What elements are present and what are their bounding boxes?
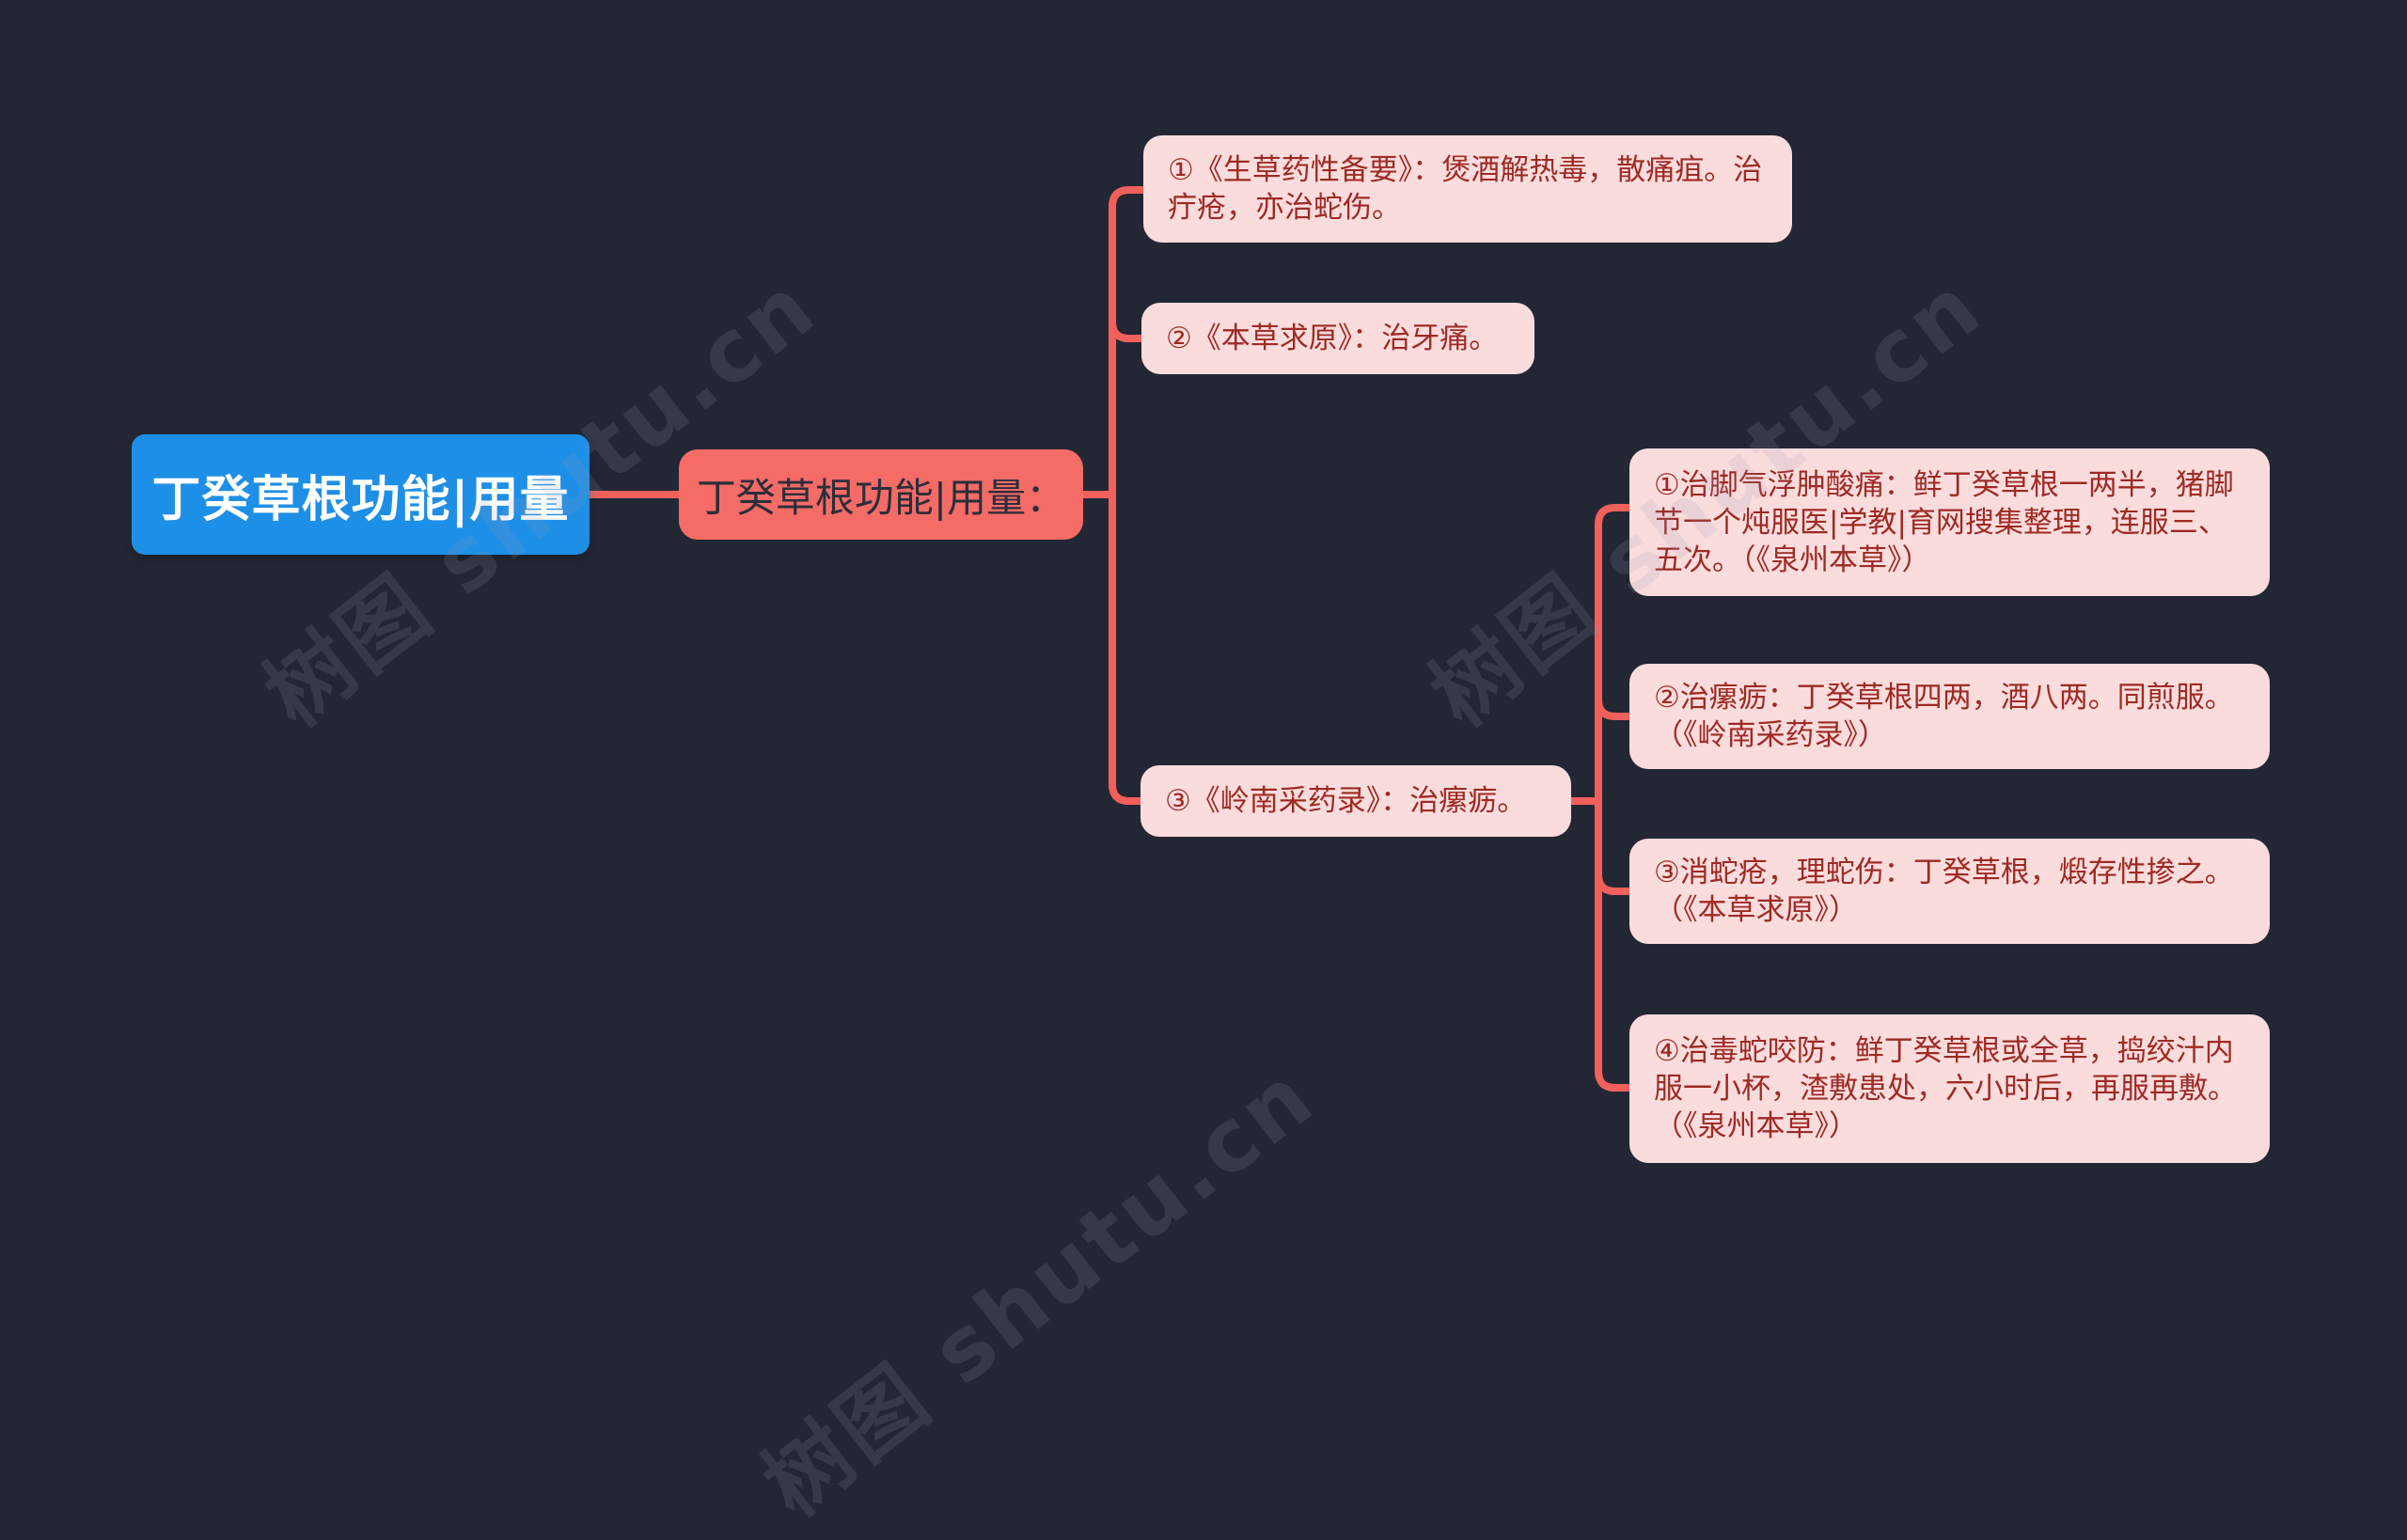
connector-right-up [1595,504,1633,805]
connector-left-mid [1109,318,1145,342]
connector-left-down [1109,491,1144,805]
note-card-left-2[interactable]: ②《本草求原》：治牙痛。 [1141,303,1534,374]
note-card-right-4[interactable]: ④治毒蛇咬防：鲜丁癸草根或全草，捣绞汁内服一小杯，渣敷患处，六小时后，再服再敷。… [1629,1014,2270,1163]
note-card-text: ①《生草药性备要》：煲酒解热毒，散痛疽。治疔疮，亦治蛇伤。 [1168,153,1763,225]
center-topic-label: 丁癸草根功能|用量： [696,474,1066,521]
note-card-right-3[interactable]: ③消蛇疮，理蛇伤：丁癸草根，煅存性掺之。（《本草求原》） [1629,839,2270,944]
connector-left-up [1109,186,1147,498]
note-card-right-1[interactable]: ①治脚气浮肿酸痛：鲜丁癸草根一两半，猪脚节一个炖服医|学教|育网搜集整理，连服三… [1629,448,2270,596]
note-card-right-2[interactable]: ②治瘰疬：丁癸草根四两，酒八两。同煎服。（《岭南采药录》） [1629,664,2270,769]
mindmap-canvas: 丁癸草根功能|用量 丁癸草根功能|用量： ①《生草药性备要》：煲酒解热毒，散痛疽… [132,135,2270,1536]
note-card-left-3[interactable]: ③《岭南采药录》：治瘰疬。 [1141,765,1571,837]
center-topic-node[interactable]: 丁癸草根功能|用量： [679,449,1083,540]
note-card-text: ①治脚气浮肿酸痛：鲜丁癸草根一两半，猪脚节一个炖服医|学教|育网搜集整理，连服三… [1654,467,2234,577]
note-card-text: ④治毒蛇咬防：鲜丁癸草根或全草，捣绞汁内服一小杯，渣敷患处，六小时后，再服再敷。… [1654,1034,2237,1143]
connector-right-down [1595,797,1633,1092]
note-card-text: ②《本草求原》：治牙痛。 [1166,322,1499,355]
note-card-text: ②治瘰疬：丁癸草根四两，酒八两。同煎服。（《岭南采药录》） [1654,681,2234,752]
root-node[interactable]: 丁癸草根功能|用量 [132,434,590,555]
connector-right-b2 [1595,696,1633,720]
note-card-text: ③消蛇疮，理蛇伤：丁癸草根，煅存性掺之。（《本草求原》） [1654,856,2234,927]
note-card-text: ③《岭南采药录》：治瘰疬。 [1165,784,1527,818]
note-card-left-1[interactable]: ①《生草药性备要》：煲酒解热毒，散痛疽。治疔疮，亦治蛇伤。 [1143,135,1792,243]
connector-lines [586,186,1633,1092]
connector-right-b3 [1595,871,1633,895]
root-node-label: 丁癸草根功能|用量 [151,471,570,528]
